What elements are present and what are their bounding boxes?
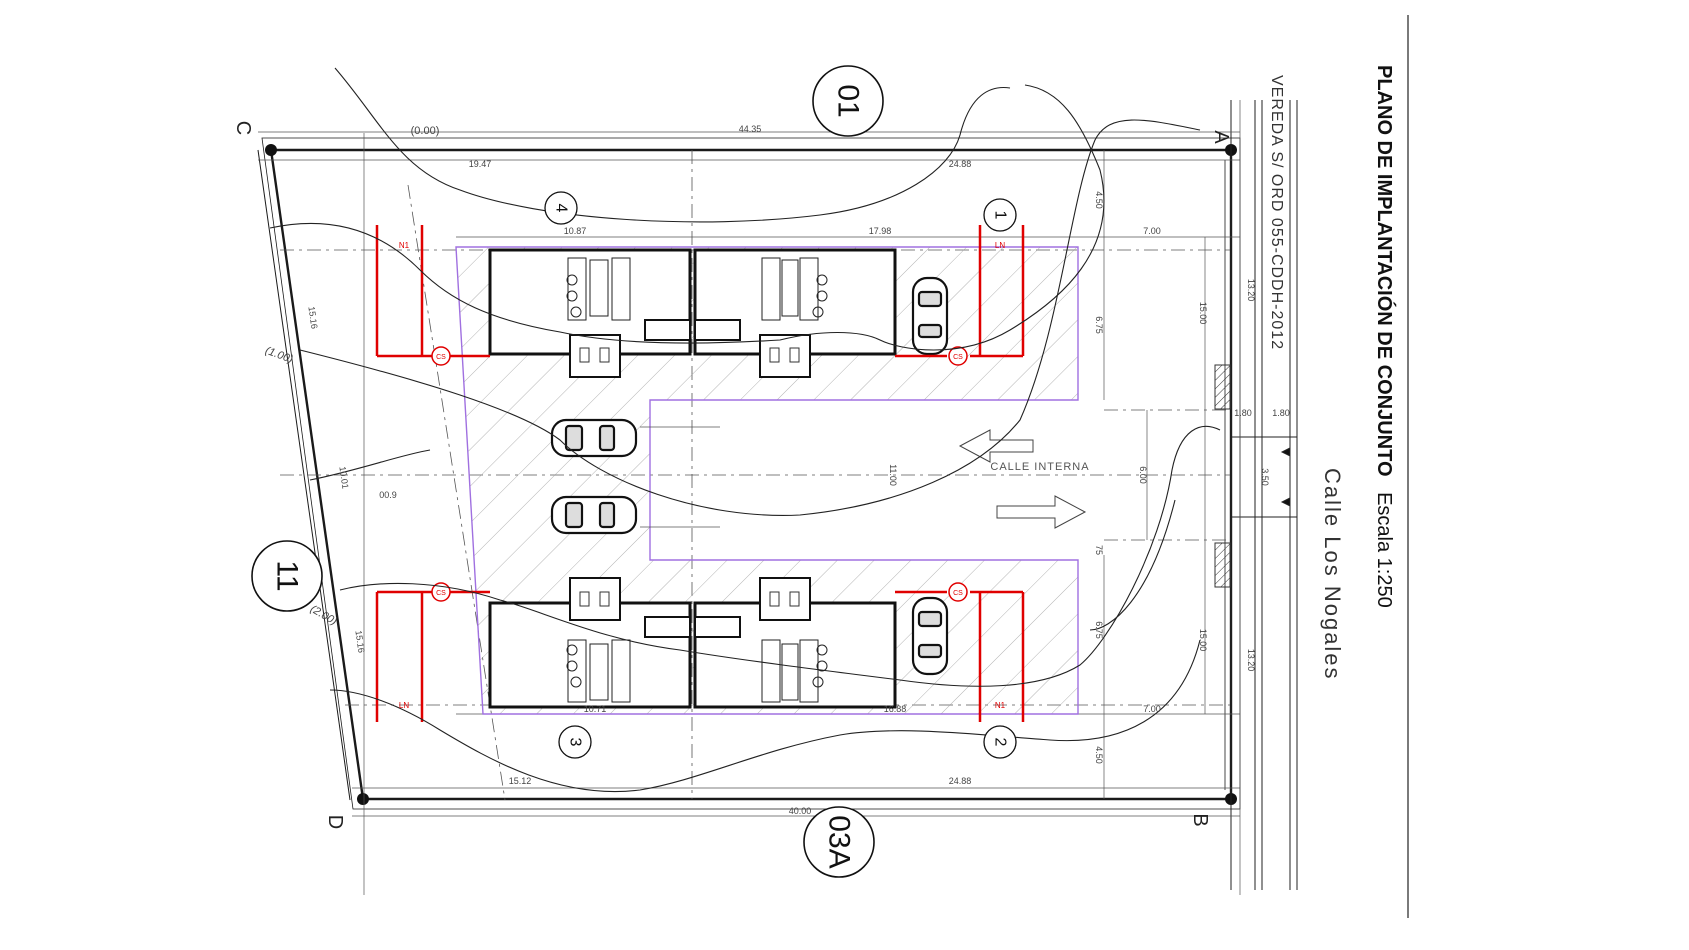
house-bottom-left xyxy=(488,577,692,709)
dim-label: 15.12 xyxy=(509,776,532,786)
dim-label: 7.00 xyxy=(1143,226,1161,236)
title-main: PLANO DE IMPLANTACIÓN DE CONJUNTO xyxy=(1373,65,1397,477)
dim-label: 40.00 xyxy=(789,806,812,816)
corner-label-c: C xyxy=(232,121,254,135)
corner-label-a: A xyxy=(1210,130,1232,144)
parking-lines xyxy=(640,426,720,528)
house-bottom-right xyxy=(693,577,897,709)
title-text: PLANO DE IMPLANTACIÓN DE CONJUNTO Escala… xyxy=(1373,65,1397,608)
dimension-labels: 44.35 19.47 24.88 10.87 17.98 7.00 10.71… xyxy=(306,124,1289,816)
neighbor-label-top: 01 xyxy=(832,84,865,117)
level-label: (0.00) xyxy=(411,125,440,137)
title-scale: Escala 1:250 xyxy=(1373,492,1395,608)
red-label: CS xyxy=(436,354,446,361)
car-icon xyxy=(550,418,638,458)
car-icon xyxy=(911,276,949,356)
red-label: CS xyxy=(436,590,446,597)
dim-label: 6.00 xyxy=(1138,466,1148,484)
contour-lines xyxy=(269,67,1221,793)
drawing-title: PLANO DE IMPLANTACIÓN DE CONJUNTO Escala… xyxy=(1373,65,1397,608)
lot-markers xyxy=(544,191,1017,759)
sidewalk-lines xyxy=(1214,15,1409,918)
lot-labels: 4 1 3 2 xyxy=(553,204,1009,747)
lot-label: 3 xyxy=(567,738,584,747)
dim-label: 24.88 xyxy=(949,776,972,786)
dim-label: 75 xyxy=(1094,545,1104,555)
dim-label: 10.71 xyxy=(584,704,607,714)
corner-label-d: D xyxy=(324,815,346,829)
red-label: LN xyxy=(995,241,1005,250)
dim-label: 4.50 xyxy=(1094,191,1104,209)
dim-label: 15.16 xyxy=(353,630,366,654)
corner-label-b: B xyxy=(1189,813,1211,826)
lot-label: 2 xyxy=(992,738,1009,747)
dim-label: 16.88 xyxy=(884,704,907,714)
red-label: LN xyxy=(399,701,409,710)
dim-label: 13.20 xyxy=(1246,279,1256,302)
car-icon xyxy=(550,495,638,535)
dim-label: 19.47 xyxy=(469,159,492,169)
dim-label: 4.50 xyxy=(1094,746,1104,764)
dim-label: 13.20 xyxy=(1246,649,1256,672)
red-label: N1 xyxy=(995,701,1006,710)
corner-labels: C A D B xyxy=(232,121,1232,829)
neighbor-label-left: 11 xyxy=(271,560,304,591)
red-label: CS xyxy=(953,590,963,597)
lot-label: 4 xyxy=(553,204,570,213)
red-label: CS xyxy=(953,354,963,361)
dim-label: 15.00 xyxy=(1198,629,1208,652)
dim-label: 15.16 xyxy=(306,306,319,330)
house-top-left xyxy=(488,248,692,378)
service-connection-markers xyxy=(431,346,968,602)
dim-label: 11.00 xyxy=(888,464,898,486)
red-label: N1 xyxy=(399,241,410,250)
neighbor-label-bottom: 03A xyxy=(823,815,856,868)
internal-street-label: CALLE INTERNA xyxy=(990,461,1089,473)
red-service-lines xyxy=(375,225,1025,722)
traffic-arrow-right-icon xyxy=(996,495,1087,529)
dim-label: 1.80 xyxy=(1234,408,1252,418)
corner-points xyxy=(265,144,1237,805)
dim-label: 3.50 xyxy=(1260,468,1270,486)
red-labels: N1 LN LN N1 CS CS CS CS xyxy=(399,241,1006,710)
sidewalk-note: VEREDA S/ ORD 055-CDDH-2012 xyxy=(1268,75,1285,350)
dim-label: 10.87 xyxy=(564,226,587,236)
neighbor-labels: 01 11 03A xyxy=(271,84,865,868)
dim-label: 6.75 xyxy=(1094,316,1104,334)
dim-label: 44.35 xyxy=(739,124,762,134)
lot-label: 1 xyxy=(992,211,1009,220)
dim-label: 00.9 xyxy=(379,490,397,500)
neighbor-markers xyxy=(251,65,884,878)
dim-label: 1.80 xyxy=(1272,408,1290,418)
dim-label: 7.00 xyxy=(1143,704,1161,714)
dim-label: 10.01 xyxy=(337,466,350,490)
car-icon xyxy=(911,596,949,676)
traffic-arrow-left-icon xyxy=(958,429,1034,463)
dimension-lines xyxy=(258,100,1241,895)
dim-label: 15.00 xyxy=(1198,302,1208,325)
dim-label: 17.98 xyxy=(869,226,892,236)
dim-label: 24.88 xyxy=(949,159,972,169)
dim-label: 6.75 xyxy=(1094,621,1104,639)
street-name: Calle Los Nogales xyxy=(1320,468,1345,681)
